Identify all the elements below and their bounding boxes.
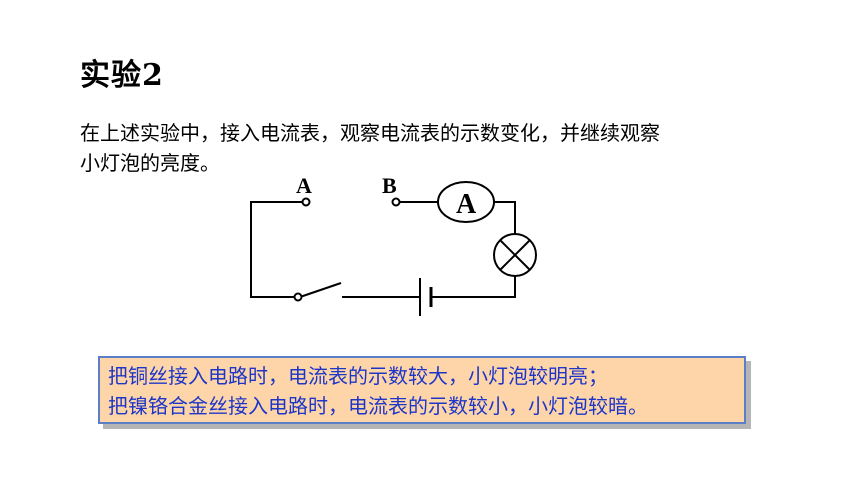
result-line-2: 把镍铬合金丝接入电路时，电流表的示数较小，小灯泡较暗。: [108, 394, 648, 418]
terminal-b-icon: [391, 197, 401, 207]
instruction-line-1: 在上述实验中，接入电流表，观察电流表的示数变化，并继续观察: [80, 121, 660, 145]
terminal-b-label: B: [382, 173, 397, 198]
instruction-line-2: 小灯泡的亮度。: [80, 151, 220, 175]
wire-battery-to-lamp: [431, 275, 516, 298]
result-box: 把铜丝接入电路时，电流表的示数较大，小灯泡较明亮； 把镍铬合金丝接入电路时，电流…: [98, 356, 746, 424]
result-line-1: 把铜丝接入电路时，电流表的示数较大，小灯泡较明亮；: [108, 364, 608, 388]
terminal-a-label: A: [296, 173, 312, 198]
ammeter-label: A: [456, 189, 477, 220]
switch-pivot-icon: [293, 292, 303, 302]
switch-lever: [299, 282, 342, 298]
instruction-text: 在上述实验中，接入电流表，观察电流表的示数变化，并继续观察 小灯泡的亮度。: [80, 118, 800, 178]
wire-left: [250, 201, 303, 298]
wire-lamp-to-ammeter: [494, 201, 516, 234]
page-title: 实验2: [80, 58, 164, 93]
terminal-a-icon: [301, 197, 311, 207]
